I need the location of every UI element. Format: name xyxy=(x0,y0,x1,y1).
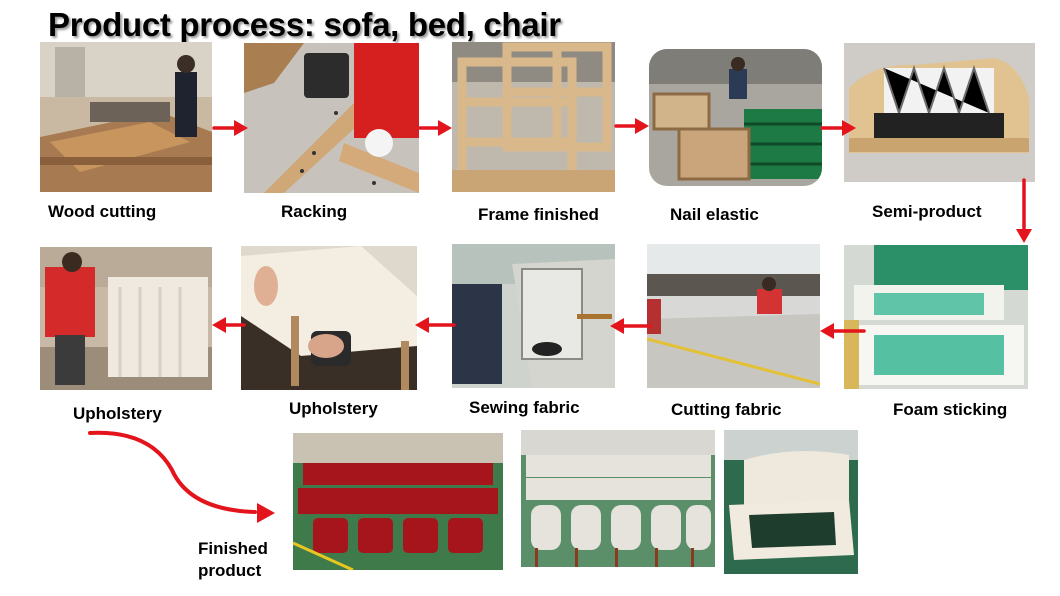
photo-racking xyxy=(244,43,419,193)
caption-upholstery-1: Upholstery xyxy=(73,404,162,423)
page-title: Product process: sofa, bed, chair xyxy=(48,6,561,43)
arrow-left-4 xyxy=(212,317,246,333)
arrow-down xyxy=(1016,178,1032,243)
caption-wood-cutting: Wood cutting xyxy=(48,202,157,221)
arrow-right-1 xyxy=(212,120,248,136)
caption-sewing-fabric: Sewing fabric xyxy=(469,398,580,417)
photo-upholstery-1 xyxy=(40,247,212,390)
photo-nail-elastic xyxy=(649,49,822,186)
photo-finished-bed xyxy=(724,430,858,574)
photo-finished-chairs xyxy=(521,430,715,567)
caption-semi-product: Semi-product xyxy=(872,202,982,221)
photo-upholstery-2 xyxy=(241,246,417,390)
arrow-left-2 xyxy=(610,318,652,334)
caption-finished-line1: Finished xyxy=(198,539,268,558)
caption-foam-sticking: Foam sticking xyxy=(893,400,1008,419)
caption-finished-line2: product xyxy=(198,561,262,580)
caption-finished-product: Finished product xyxy=(198,538,268,582)
caption-frame-finished: Frame finished xyxy=(478,205,599,224)
photo-sewing-fabric xyxy=(452,244,615,388)
arrow-right-2 xyxy=(418,120,452,136)
caption-cutting-fabric: Cutting fabric xyxy=(671,400,782,419)
photo-semi-product xyxy=(844,43,1035,182)
photo-wood-cutting xyxy=(40,42,212,192)
arrow-left-3 xyxy=(415,317,456,333)
arrow-right-3 xyxy=(614,118,649,134)
arrow-curve-finished xyxy=(88,430,275,523)
photo-cutting-fabric xyxy=(647,244,820,388)
caption-nail-elastic: Nail elastic xyxy=(670,205,759,224)
caption-upholstery-2: Upholstery xyxy=(289,399,378,418)
caption-racking: Racking xyxy=(281,202,348,221)
photo-frame-finished xyxy=(452,42,615,192)
photo-finished-sofas xyxy=(293,433,503,570)
photo-foam-sticking xyxy=(844,245,1028,389)
